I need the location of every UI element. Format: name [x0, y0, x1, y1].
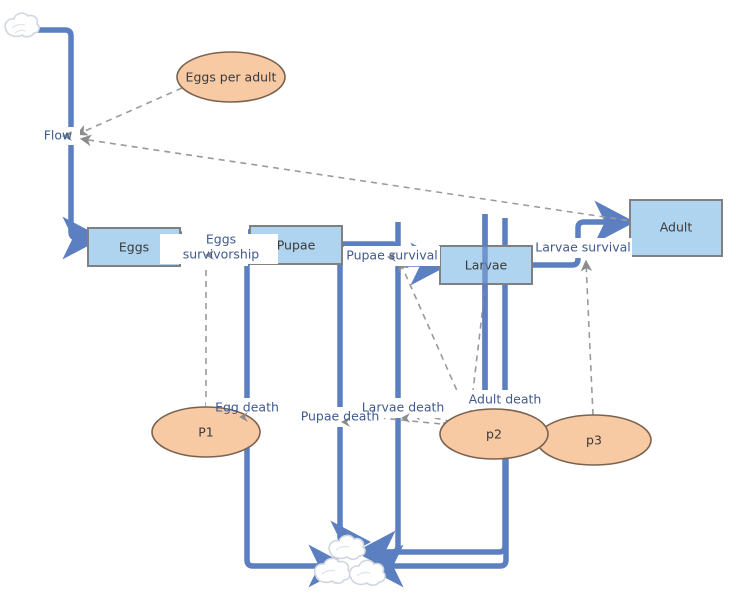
pipe-egg-death-to-sink: [244, 262, 350, 588]
flow-label-eggs-survivorship-line1: Eggs: [206, 232, 236, 247]
stock-pupae-label: Pupae: [277, 238, 316, 253]
link-p3-to-larvae-survival: [580, 259, 594, 416]
aux-p3-label: p3: [586, 433, 602, 448]
aux-eggs-per-adult[interactable]: Eggs per adult: [176, 51, 286, 103]
aux-p2[interactable]: p2: [439, 408, 549, 460]
stock-eggs-label: Eggs: [119, 240, 149, 255]
flow-label-adult-death: Adult death: [469, 392, 542, 407]
link-adult-to-flow: [79, 134, 639, 223]
aux-p1[interactable]: P1: [151, 406, 261, 458]
flow-label-backings: [40, 127, 632, 427]
flow-label-larvae-survival: Larvae survival: [535, 240, 630, 255]
cloud-source: [4, 12, 40, 38]
link-eggs-per-adult-to-flow: [75, 87, 183, 136]
flow-label-pupae-survival: Pupae survival: [346, 248, 437, 263]
aux-p2-label: p2: [486, 427, 502, 442]
aux-eggs-per-adult-label: Eggs per adult: [186, 70, 277, 85]
flow-label-larvae-death: Larvae death: [362, 400, 445, 415]
aux-p1-label: P1: [198, 425, 214, 440]
link-p2-to-larvae-death: [409, 409, 463, 425]
stock-adult[interactable]: Adult: [629, 199, 723, 257]
flow-label-eggs-survivorship: Eggs survivorship: [183, 232, 260, 262]
pipe-right-return-to-sink: [362, 450, 509, 588]
aux-p3[interactable]: p3: [536, 414, 652, 466]
flow-label-eggs-survivorship-line2: survivorship: [183, 247, 260, 262]
flow-label-flow: Flow: [44, 128, 73, 143]
cloud-sink: [313, 534, 386, 586]
stock-adult-label: Adult: [660, 220, 693, 235]
valve-markers: [62, 131, 410, 427]
flow-label-egg-death: Egg death: [215, 400, 279, 415]
link-p2-to-pupae-survival: [398, 259, 471, 421]
flow-label-pupae-death: Pupae death: [301, 409, 380, 424]
